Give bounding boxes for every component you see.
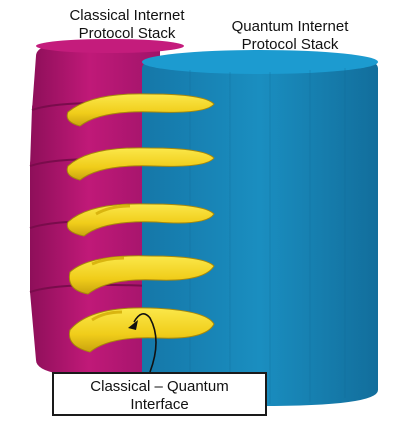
quantum-top — [142, 50, 378, 74]
interface-label-line-1: Classical – Quantum — [90, 378, 229, 395]
interface-callout-box: Classical – Quantum Interface — [52, 372, 267, 416]
quantum-stack-label: Quantum Internet Protocol Stack — [210, 18, 370, 54]
interface-label-line-2: Interface — [130, 396, 189, 413]
interface-ring-4 — [68, 255, 215, 295]
quantum-label-line-1: Quantum Internet — [231, 18, 349, 35]
quantum-label-line-2: Protocol Stack — [241, 36, 339, 53]
classical-stack-label: Classical Internet Protocol Stack — [52, 7, 202, 43]
interface-pointer-arrow — [128, 313, 157, 373]
interface-ring-1 — [66, 93, 215, 127]
interface-callout-text: Classical – Quantum Interface — [54, 378, 265, 414]
classical-top — [36, 39, 184, 53]
interface-ring-3 — [66, 203, 215, 237]
classical-label-line-2: Protocol Stack — [78, 25, 176, 42]
quantum-facets — [189, 68, 346, 404]
classical-layer-1 — [32, 42, 160, 110]
classical-label-line-1: Classical Internet — [69, 7, 185, 24]
interface-ring-2 — [66, 147, 215, 181]
interface-ring-5 — [68, 307, 215, 353]
interface-rings — [66, 93, 215, 353]
